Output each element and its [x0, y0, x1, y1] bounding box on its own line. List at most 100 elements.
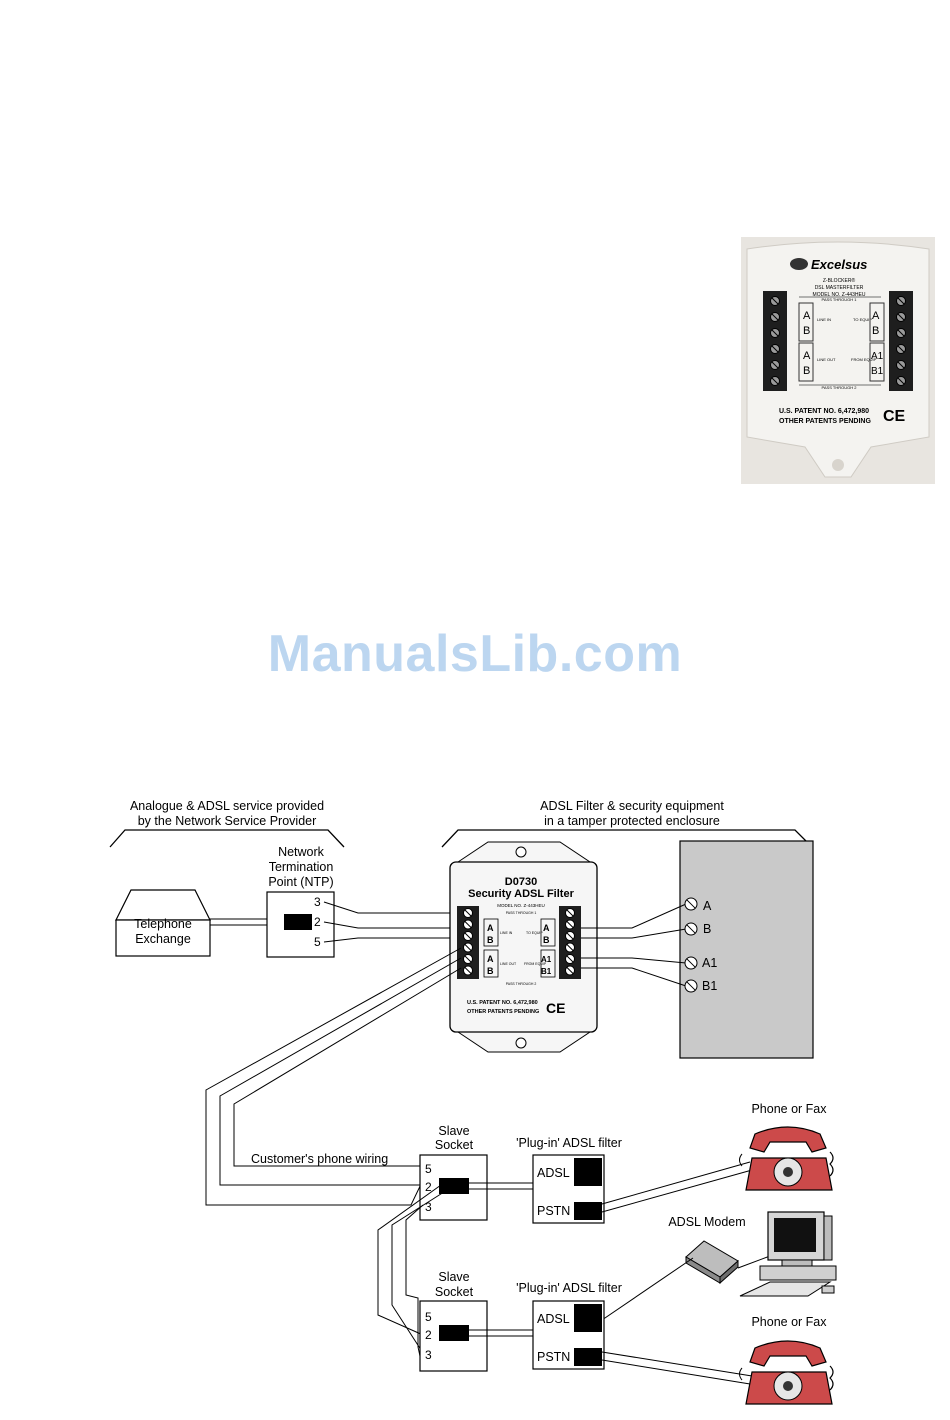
terminal-b-label: B — [703, 922, 711, 936]
ntp-label-1: Network — [278, 845, 325, 859]
photo-left-b: B — [803, 325, 810, 337]
phone-2-icon — [739, 1340, 834, 1405]
ntp-pin-2: 2 — [314, 915, 321, 929]
filter-label-a2: A — [487, 954, 494, 964]
ntp-socket — [284, 914, 312, 930]
filter-label-ra: A — [543, 923, 550, 933]
filter-model: D0730 — [505, 876, 537, 888]
slave-socket-1-pin-2: 2 — [425, 1180, 432, 1194]
bracket-right-line-1: ADSL Filter & security equipment — [540, 799, 724, 813]
photo-right-a: A — [872, 310, 880, 322]
plugin-filter-2-adsl: ADSL — [537, 1312, 570, 1326]
photo-to-equip: TO EQUIP — [853, 317, 872, 322]
phone-2-label: Phone or Fax — [751, 1315, 827, 1329]
filter-patent-2: OTHER PATENTS PENDING — [467, 1009, 539, 1015]
filter-label-ra1: A1 — [541, 955, 552, 964]
filter-label-rb: B — [543, 935, 550, 945]
terminal-b1-label: B1 — [702, 979, 717, 993]
plugin-filter-2-adsl-port — [574, 1304, 602, 1332]
photo-patent-1: U.S. PATENT NO. 6,472,980 — [779, 408, 869, 415]
filter-name: Security ADSL Filter — [468, 888, 574, 900]
filter-from-equip: FROM EQUIP — [524, 962, 547, 966]
filter-ce-mark: CE — [546, 1000, 565, 1016]
ntp-pin-5: 5 — [314, 935, 321, 949]
modem-label: ADSL Modem — [668, 1215, 745, 1229]
bracket-right — [441, 829, 813, 848]
photo-right-terminal-block — [889, 291, 913, 391]
filter-line-in: LINE IN — [500, 931, 513, 935]
filter-model-no: MODEL NO. Z-443HEU — [497, 903, 545, 908]
bracket-right-line-2: in a tamper protected enclosure — [544, 814, 720, 828]
photo-line-in: LINE IN — [817, 317, 831, 322]
plugin-filter-1-adsl: ADSL — [537, 1166, 570, 1180]
slave-socket-2-pin-5: 5 — [425, 1310, 432, 1324]
photo-from-equip: FROM EQUIP — [851, 357, 877, 362]
slave-socket-2-pin-3: 3 — [425, 1348, 432, 1362]
photo-pass-through-1: PASS THROUGH 1 — [822, 297, 858, 302]
plugin-filter-1-pstn: PSTN — [537, 1204, 570, 1218]
filter-label-a: A — [487, 923, 494, 933]
slave-socket-2-label-1: Slave — [438, 1270, 469, 1284]
wiring-diagram: Analogue & ADSL service provided by the … — [109, 799, 837, 1405]
ntp-label-3: Point (NTP) — [268, 875, 333, 889]
photo-left-terminal-block — [763, 291, 787, 391]
filter-to-equip: TO EQUIP — [526, 931, 543, 935]
photo-ce-mark: CE — [883, 408, 906, 425]
photo-right-b: B — [872, 325, 879, 337]
watermark: ManualsLib.com — [267, 625, 683, 683]
exchange-roof — [115, 889, 211, 921]
slave-socket-1 — [419, 1154, 488, 1221]
bracket-left-line-1: Analogue & ADSL service provided — [130, 799, 324, 813]
plugin-filter-1-adsl-port — [574, 1158, 602, 1186]
telephone-exchange — [115, 919, 211, 957]
computer-icon — [739, 1211, 837, 1297]
photo-model-line-3: MODEL NO. Z-443HEU — [813, 292, 866, 298]
photo-brand: Excelsus — [811, 257, 867, 272]
phone-1-label: Phone or Fax — [751, 1102, 827, 1116]
slave-socket-2-jack — [439, 1325, 469, 1341]
filter-line-out: LINE OUT — [500, 962, 517, 966]
slave-socket-1-jack — [439, 1178, 469, 1194]
filter-label-b2: B — [487, 966, 494, 976]
photo-right-b1: B1 — [871, 366, 884, 377]
security-adsl-filter — [449, 861, 598, 1033]
plugin-filter-1-pstn-port — [574, 1202, 602, 1220]
filter-label-b: B — [487, 935, 494, 945]
filter-patent-1: U.S. PATENT NO. 6,472,980 — [467, 1000, 538, 1006]
bracket-left-line-2: by the Network Service Provider — [138, 814, 317, 828]
exchange-label-1: Telephone — [134, 917, 192, 931]
filter-pass-through-2: PASS THROUGH 2 — [506, 982, 537, 986]
plugin-filter-2-pstn: PSTN — [537, 1350, 570, 1364]
phone-1-icon — [739, 1126, 834, 1191]
photo-left-a: A — [803, 310, 811, 322]
adsl-modem-icon — [685, 1240, 739, 1285]
slave-socket-2-label-2: Socket — [435, 1285, 474, 1299]
photo-right-a1: A1 — [871, 351, 884, 362]
slave-socket-2-pin-2: 2 — [425, 1328, 432, 1342]
bracket-left — [109, 829, 345, 848]
plugin-filter-1-label: 'Plug-in' ADSL filter — [516, 1136, 622, 1150]
security-panel — [679, 840, 814, 1059]
customer-wiring-label: Customer's phone wiring — [251, 1152, 388, 1166]
ntp-label-2: Termination — [269, 860, 334, 874]
slave-socket-1-pin-3: 3 — [425, 1200, 432, 1214]
slave-socket-1-label-2: Socket — [435, 1138, 474, 1152]
plugin-filter-2-pstn-port — [574, 1348, 602, 1366]
plugin-filter-2-label: 'Plug-in' ADSL filter — [516, 1281, 622, 1295]
filter-pass-through-1: PASS THROUGH 1 — [506, 911, 537, 915]
slave-socket-1-pin-5: 5 — [425, 1162, 432, 1176]
photo-left-a2: A — [803, 350, 811, 362]
filter-label-rb1: B1 — [541, 967, 552, 976]
slave-socket-1-label-1: Slave — [438, 1124, 469, 1138]
photo-pass-through-2: PASS THROUGH 2 — [822, 385, 858, 390]
exchange-label-2: Exchange — [135, 932, 191, 946]
product-photo: Excelsus Z-BLOCKER® DSL MASTERFILTER MOD… — [741, 237, 935, 484]
terminal-a1-label: A1 — [702, 956, 717, 970]
terminal-a-label: A — [703, 899, 712, 913]
photo-patent-2: OTHER PATENTS PENDING — [779, 418, 871, 425]
photo-left-b2: B — [803, 365, 810, 377]
ntp-pin-3: 3 — [314, 895, 321, 909]
photo-model-line-2: DSL MASTERFILTER — [815, 285, 864, 291]
photo-model-line-1: Z-BLOCKER® — [823, 277, 856, 284]
photo-line-out: LINE OUT — [817, 357, 836, 362]
